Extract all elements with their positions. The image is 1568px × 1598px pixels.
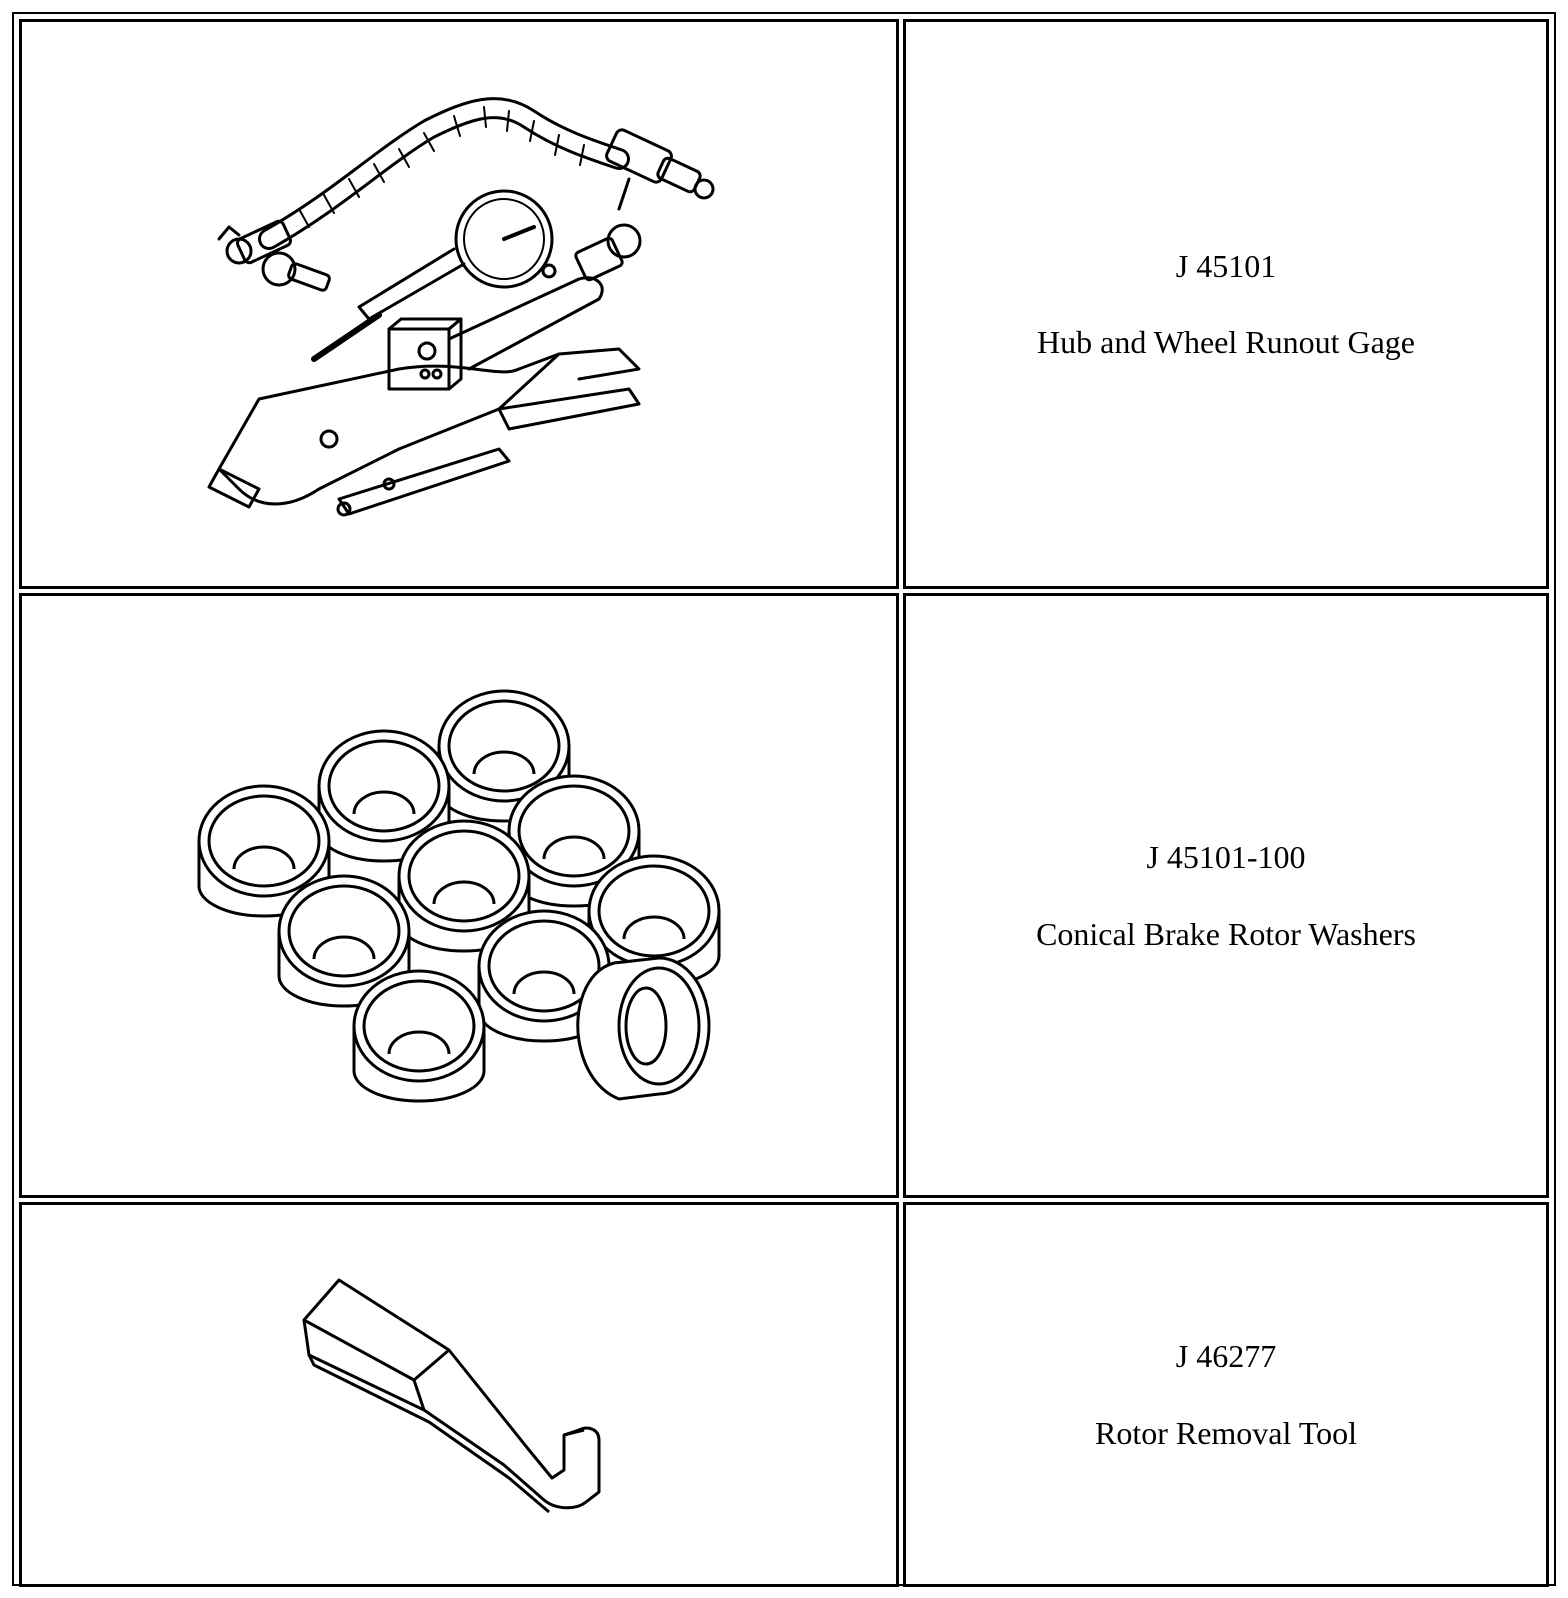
tool-number: J 46277 xyxy=(1175,1338,1277,1375)
tool-description-cell: J 46277 Rotor Removal Tool xyxy=(903,1202,1549,1587)
tool-name: Hub and Wheel Runout Gage xyxy=(1037,324,1415,360)
conical-washers-icon xyxy=(197,689,721,1102)
tool-number: J 45101 xyxy=(1175,247,1277,284)
tool-illustration-cell xyxy=(19,593,899,1198)
tool-name: Conical Brake Rotor Washers xyxy=(1036,915,1416,952)
table-row: J 45101-100 Conical Brake Rotor Washers xyxy=(19,593,1549,1198)
tool-description-cell: J 45101-100 Conical Brake Rotor Washers xyxy=(903,593,1549,1198)
special-tools-table-frame: J 45101 Hub and Wheel Runout Gage xyxy=(12,12,1556,1587)
tool-illustration-cell xyxy=(19,19,899,589)
tool-number: J 45101-100 xyxy=(1146,839,1306,876)
table-row: J 46277 Rotor Removal Tool xyxy=(19,1202,1549,1587)
tool-description-cell: J 45101 Hub and Wheel Runout Gage xyxy=(903,19,1549,589)
table-row: J 45101 Hub and Wheel Runout Gage xyxy=(19,19,1549,589)
tool-illustration-cell xyxy=(19,1202,899,1587)
special-tools-table: J 45101 Hub and Wheel Runout Gage xyxy=(15,15,1553,1591)
tool-name: Rotor Removal Tool xyxy=(1094,1414,1358,1451)
runout-gage-icon xyxy=(207,97,715,517)
rotor-removal-tool-icon xyxy=(302,1278,601,1513)
